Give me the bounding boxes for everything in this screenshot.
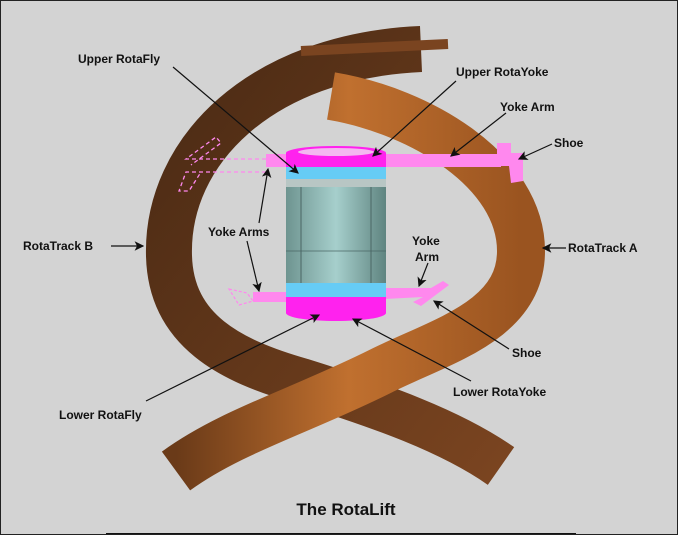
label-lower-rotafly: Lower RotaFly [59,408,142,422]
elevator-cab [286,146,386,321]
upper-rotafly [286,166,386,179]
leader-arrows [111,66,566,402]
label-shoe-lower: Shoe [512,346,542,360]
label-rotatrack-a: RotaTrack A [568,241,638,255]
label-lower-rotayoke: Lower RotaYoke [453,385,546,399]
label-rotatrack-b: RotaTrack B [23,239,93,253]
label-upper-rotayoke: Upper RotaYoke [456,65,549,79]
rotatrack-b [145,26,515,486]
rotatrack-a [161,39,546,491]
lower-rotayoke [286,297,386,321]
lower-rotafly [286,283,386,297]
label-upper-rotafly: Upper RotaFly [78,52,160,66]
bottom-bar [106,533,576,534]
label-yoke-arm-lower-line2: Arm [415,250,439,264]
diagram-title: The RotaLift [296,500,395,519]
label-yoke-arms: Yoke Arms [208,225,270,239]
label-yoke-arm-lower-line1: Yoke [412,234,440,248]
lower-yoke-arm [227,281,449,306]
label-yoke-arm-upper: Yoke Arm [500,100,555,114]
label-shoe-upper: Shoe [554,136,584,150]
